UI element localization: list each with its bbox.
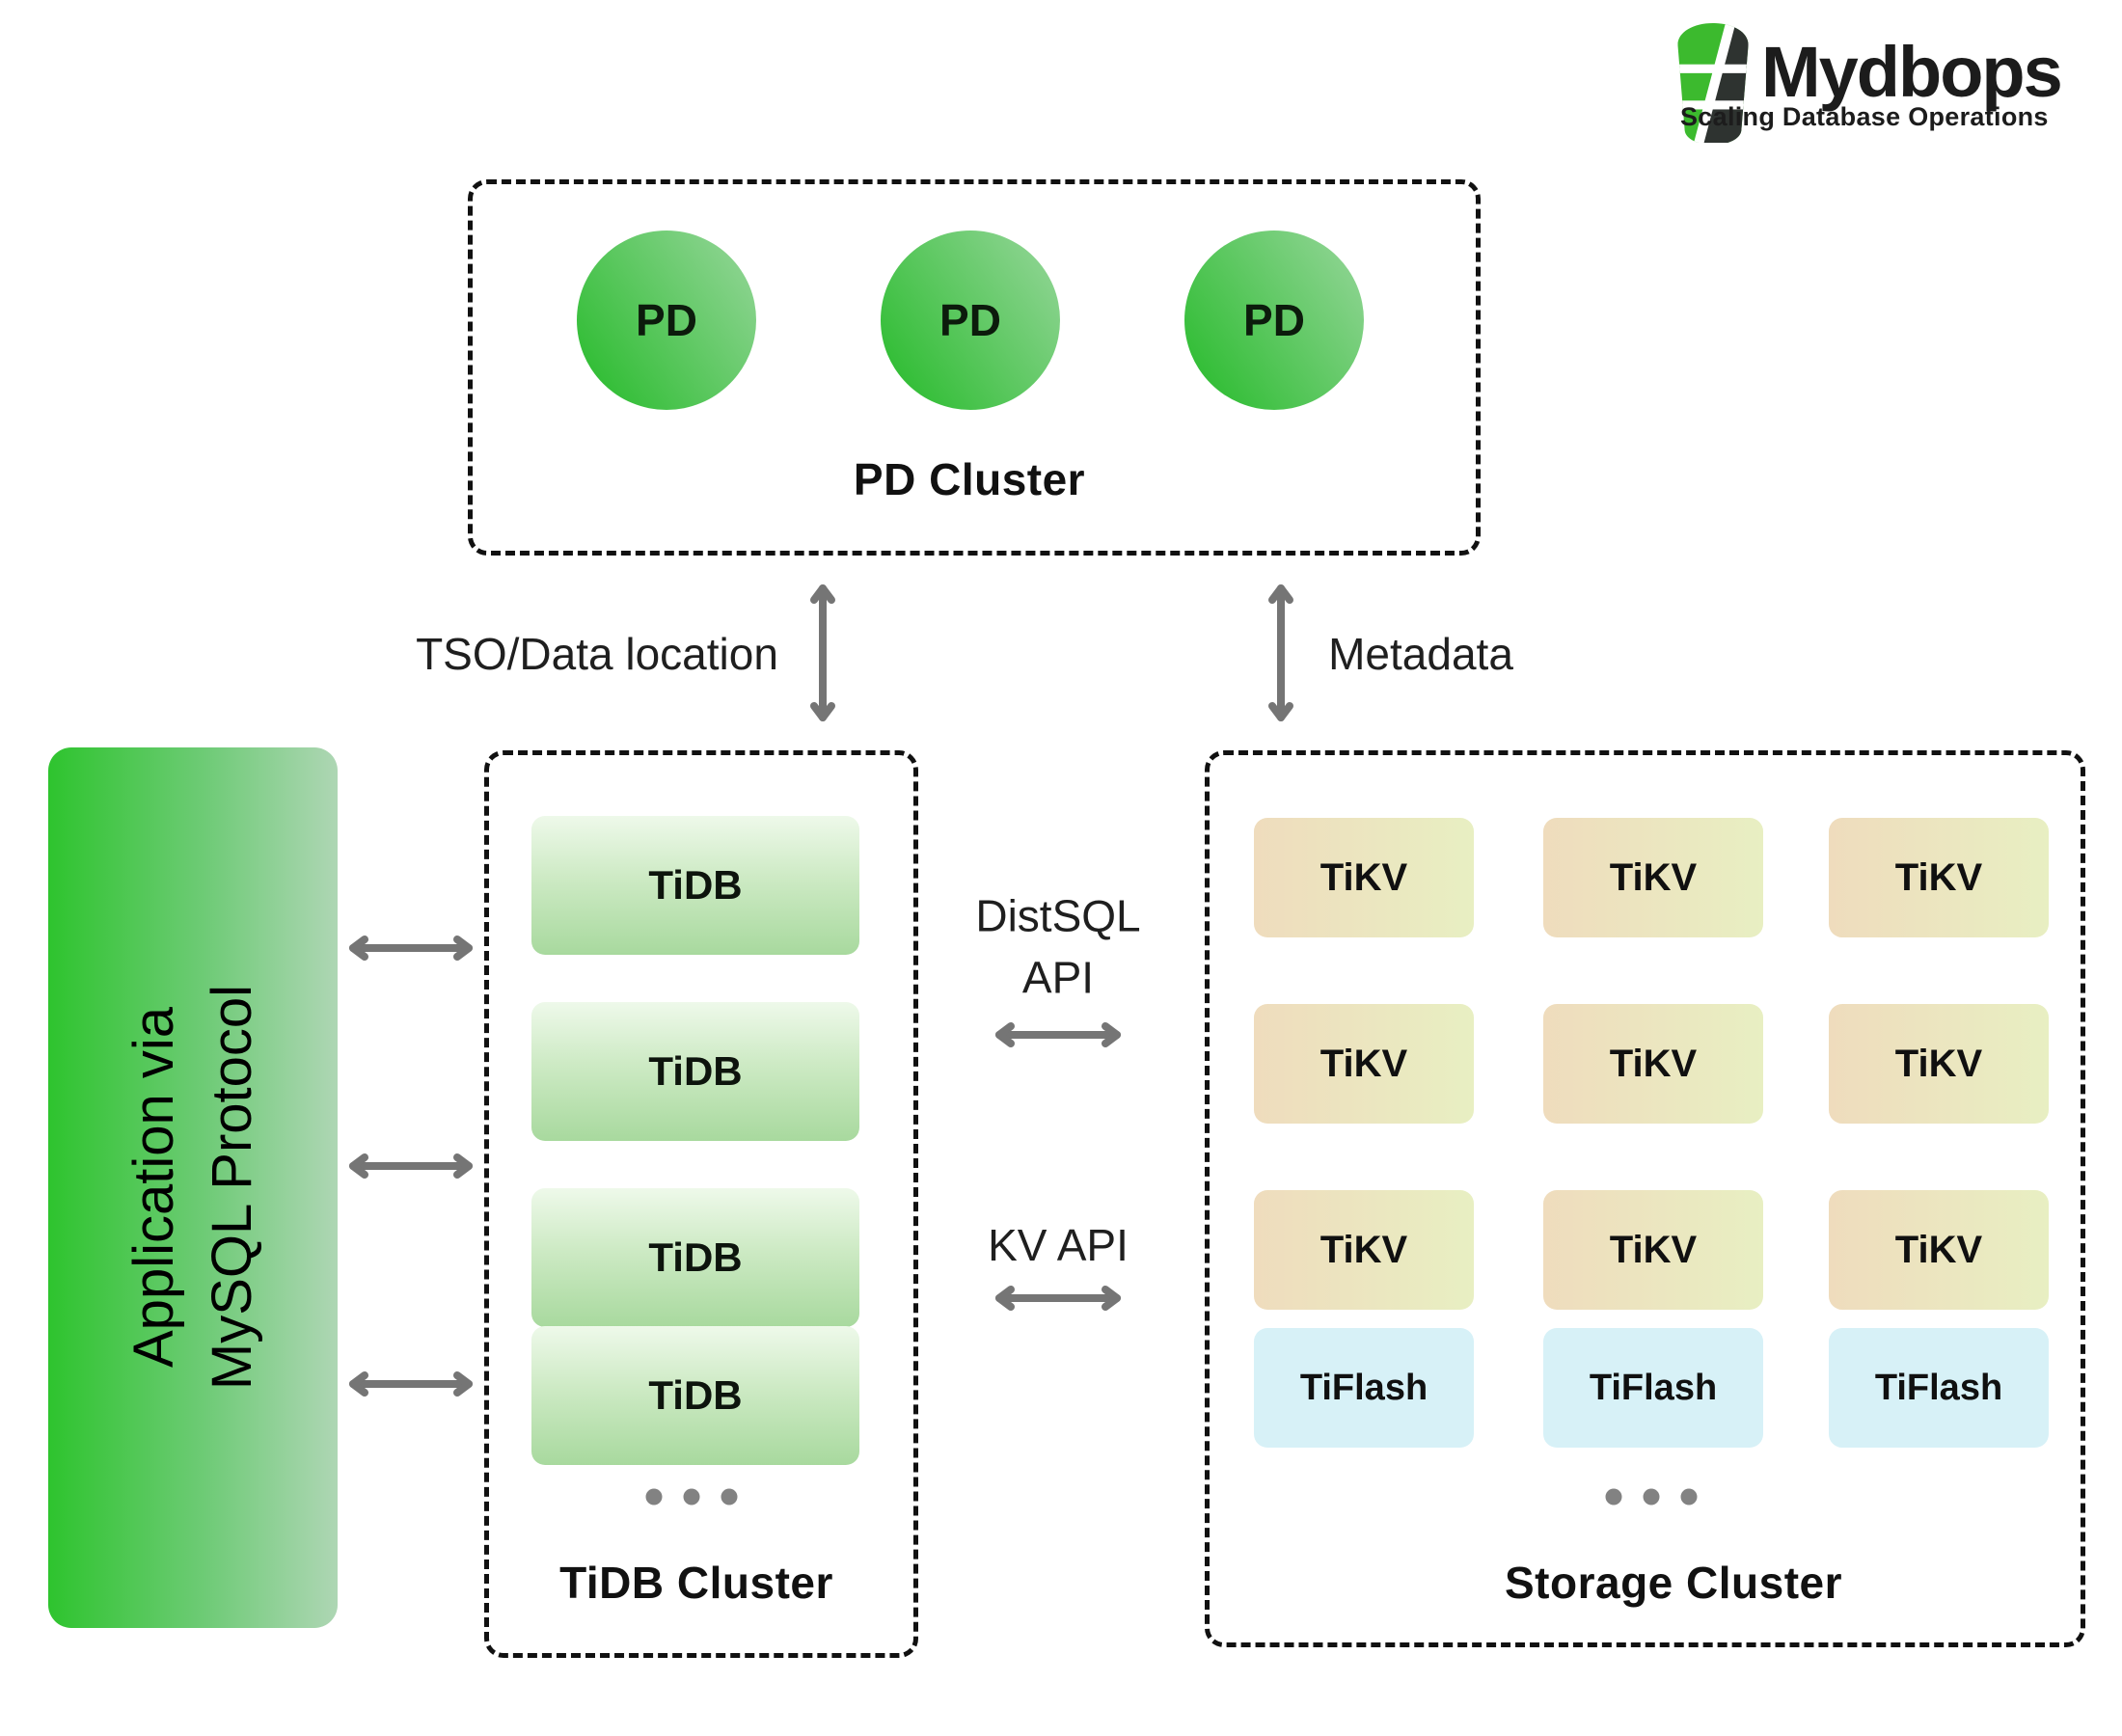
tikv-node: TiKV [1254, 1004, 1474, 1124]
arrow-app-tidb-2 [349, 1153, 473, 1179]
tikv-node: TiKV [1543, 818, 1763, 937]
tikv-node: TiKV [1543, 1004, 1763, 1124]
tikv-node: TiKV [1829, 1004, 2049, 1124]
pd-cluster-label: PD Cluster [853, 454, 1086, 504]
tidb-node: TiDB [531, 816, 859, 955]
tiflash-node: TiFlash [1543, 1328, 1763, 1448]
brand-name: Mydbops [1761, 32, 2063, 112]
arrow-tidb-storage-kv [995, 1286, 1121, 1311]
tidb-ellipsis-icon [645, 1488, 738, 1505]
tidb-cluster-label: TiDB Cluster [559, 1558, 833, 1608]
metadata-label: Metadata [1328, 628, 1513, 679]
tikv-node: TiKV [1829, 1190, 2049, 1310]
application-label-line2: MySQL Protocol [201, 984, 263, 1391]
tidb-node: TiDB [531, 1326, 859, 1465]
application-label-line1: Application via [122, 1007, 185, 1368]
tikv-node: TiKV [1254, 818, 1474, 937]
tikv-node: TiKV [1254, 1190, 1474, 1310]
tiflash-node: TiFlash [1829, 1328, 2049, 1448]
kv-api-label: KV API [988, 1219, 1129, 1270]
pd-node: PD [577, 231, 756, 410]
pd-node: PD [1184, 231, 1364, 410]
arrow-tidb-pd [810, 584, 835, 721]
arrow-tidb-storage-distsql [995, 1022, 1121, 1047]
pd-node: PD [881, 231, 1060, 410]
storage-cluster-label: Storage Cluster [1504, 1558, 1843, 1608]
arrow-storage-pd [1268, 584, 1293, 721]
tso-data-location-label: TSO/Data location [416, 628, 778, 679]
application-box [48, 747, 338, 1628]
arrow-app-tidb-1 [349, 936, 473, 961]
application-label: Application via MySQL Protocol [115, 744, 271, 1631]
storage-ellipsis-icon [1605, 1488, 1698, 1505]
distsql-api-label: DistSQL API [975, 890, 1141, 1003]
tiflash-node: TiFlash [1254, 1328, 1474, 1448]
brand-tagline: Scaling Database Operations [1680, 102, 2049, 131]
tidb-node: TiDB [531, 1002, 859, 1141]
tikv-node: TiKV [1543, 1190, 1763, 1310]
mydbops-logo-icon [1677, 23, 1749, 143]
tidb-node: TiDB [531, 1188, 859, 1327]
tikv-node: TiKV [1829, 818, 2049, 937]
arrow-app-tidb-3 [349, 1371, 473, 1397]
